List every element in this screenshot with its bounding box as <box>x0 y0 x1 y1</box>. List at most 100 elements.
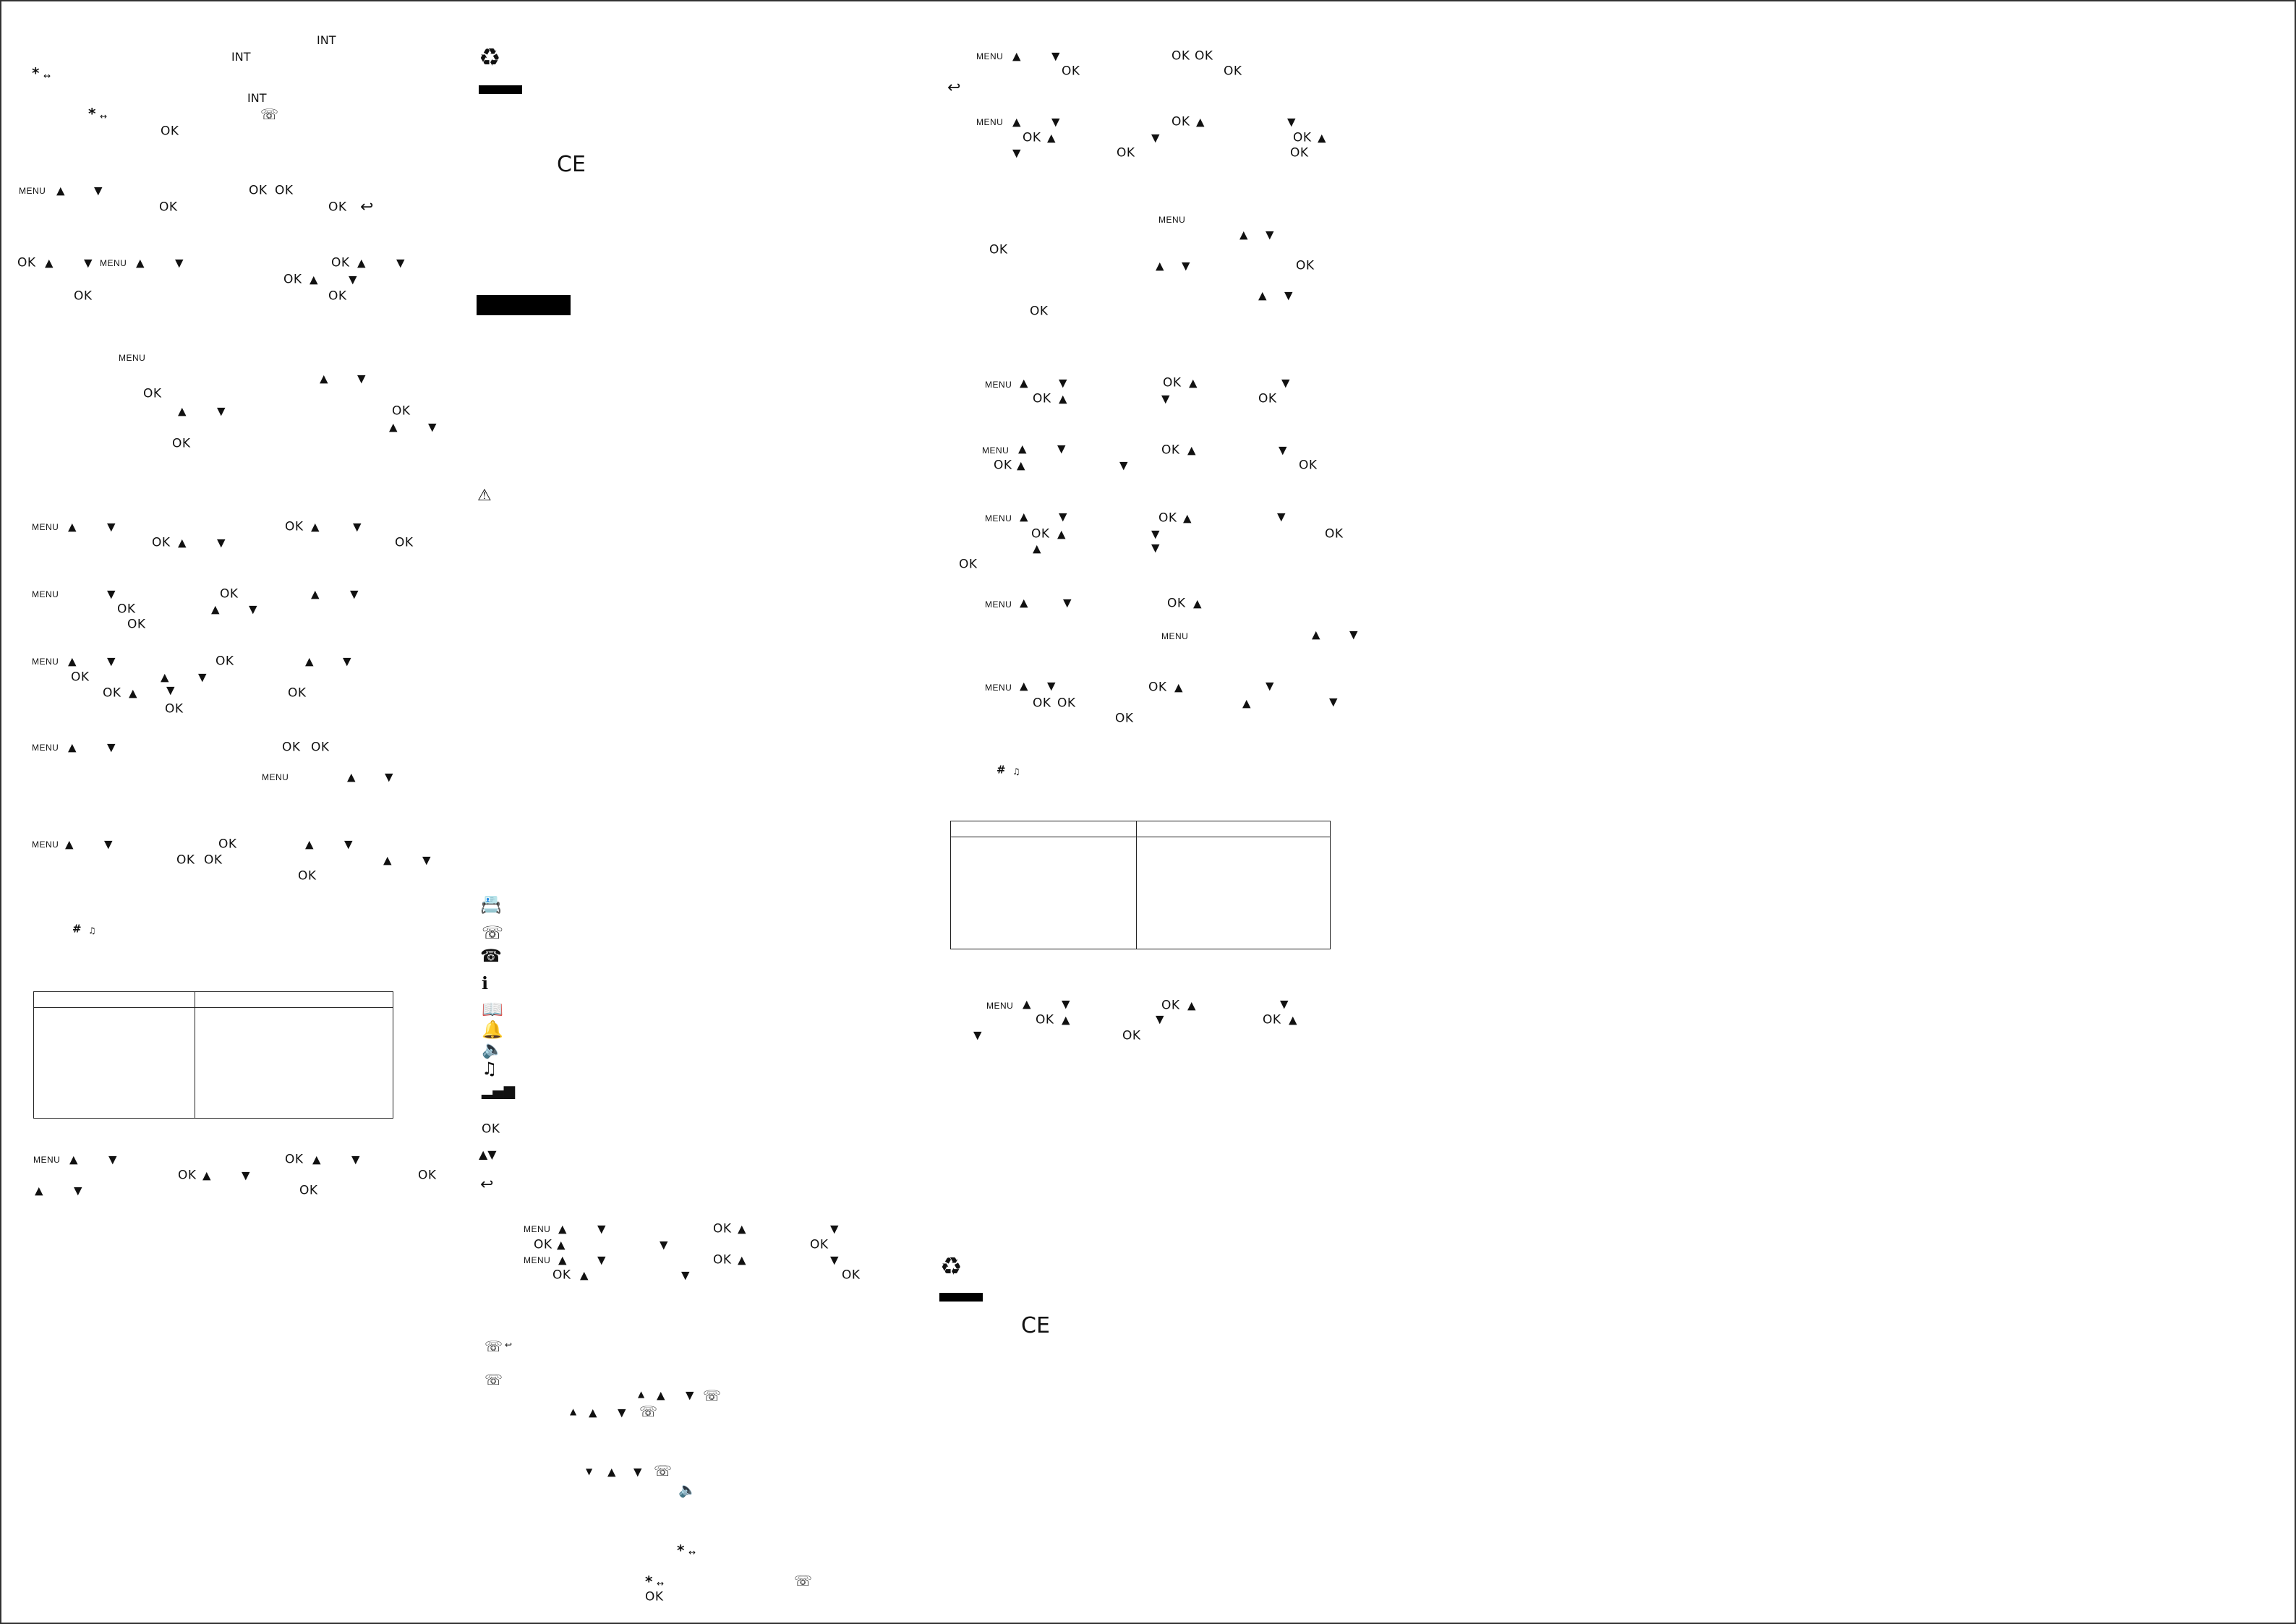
up-arrow-icon: ▲ <box>1020 510 1028 523</box>
down-arrow-icon: ▼ <box>1151 541 1160 555</box>
down-arrow-icon: ▼ <box>618 1406 626 1419</box>
down-arrow-icon: ▼ <box>1151 527 1160 541</box>
up-arrow-icon: ▲ <box>580 1268 589 1282</box>
down-arrow-icon: ▼ <box>343 654 351 668</box>
down-arrow-icon: ▼ <box>242 1168 250 1182</box>
table-cell <box>1136 837 1331 949</box>
int-label: INT <box>231 50 251 64</box>
ok-key: OK <box>285 519 304 534</box>
up-arrow-icon: ▲ <box>738 1253 746 1267</box>
ok-key: OK <box>1031 526 1050 542</box>
down-arrow-icon: ▼ <box>94 184 103 197</box>
spec-table <box>950 821 1331 949</box>
ok-key: OK <box>1172 114 1190 129</box>
down-arrow-icon: ▼ <box>1281 376 1290 390</box>
table-cell <box>33 1007 195 1119</box>
ce-mark: CE <box>1021 1313 1050 1338</box>
ok-key: OK <box>534 1237 552 1252</box>
ok-key: OK <box>1030 304 1049 319</box>
menu-key: MENU <box>32 839 59 850</box>
icon-legend-7: 🔈 <box>482 1039 503 1059</box>
menu-key: MENU <box>986 1001 1014 1011</box>
ok-key: OK <box>1161 443 1180 458</box>
menu-key: MENU <box>985 513 1012 523</box>
star-key-icon: * <box>645 1573 653 1590</box>
ok-key: OK <box>311 740 330 755</box>
down-arrow-icon: ▼ <box>217 536 226 550</box>
ok-key: OK <box>283 272 302 287</box>
up-arrow-icon: ▲ <box>305 837 314 851</box>
up-arrow-icon: ▲ <box>1020 376 1028 390</box>
up-arrow-icon: ▲ <box>1193 597 1202 610</box>
up-arrow-icon: ▲ <box>35 1184 43 1197</box>
icon-legend-8: ♫ <box>482 1059 498 1079</box>
up-arrow-icon: ▲ <box>1174 680 1183 694</box>
ok-key: OK <box>1167 596 1186 611</box>
menu-key: MENU <box>33 1155 61 1165</box>
ok-key: OK <box>1158 510 1177 526</box>
ok-key: OK <box>395 535 414 550</box>
down-arrow-icon: ▼ <box>217 404 226 418</box>
up-arrow-icon: ▲ <box>1018 442 1027 456</box>
ok-key: OK <box>159 200 178 215</box>
up-arrow-icon: ▲ <box>607 1465 616 1479</box>
ok-key: OK <box>204 852 223 868</box>
ok-key: OK <box>1293 130 1312 145</box>
ok-key: OK <box>220 586 239 602</box>
table-cell <box>950 837 1137 949</box>
int-label: INT <box>317 33 336 47</box>
back-icon: ↩ <box>947 79 961 97</box>
ok-key: OK <box>103 685 121 701</box>
down-arrow-icon: ▼ <box>660 1238 668 1252</box>
icon-legend-4: ℹ <box>482 973 489 993</box>
ok-key: OK <box>127 617 146 632</box>
hash-key-icon: # <box>997 763 1006 777</box>
up-arrow-icon: ▲ <box>320 372 328 385</box>
icon-legend-9: ▂▄▆ <box>482 1082 516 1099</box>
down-arrow-icon: ▼ <box>830 1253 839 1267</box>
handset-icon: ☏ <box>703 1387 722 1404</box>
up-arrow-icon: ▲ <box>68 520 77 534</box>
ok-key: OK <box>331 255 350 270</box>
ok-key: OK <box>713 1221 732 1236</box>
ok-key: OK <box>71 670 90 685</box>
up-arrow-icon: ▲ <box>1187 443 1196 457</box>
table-header-cell <box>950 821 1137 837</box>
down-arrow-icon: ▼ <box>597 1222 606 1236</box>
icon-legend-11: ▲▼ <box>479 1148 497 1161</box>
ok-key: OK <box>392 403 411 419</box>
ok-key: OK <box>1117 145 1135 161</box>
down-arrow-icon: ▼ <box>973 1028 982 1042</box>
up-arrow-icon: ▲ <box>1062 1013 1070 1027</box>
weee-bin-icon: ♻ <box>940 1252 963 1281</box>
up-arrow-icon: ▲ <box>129 686 137 700</box>
down-arrow-icon: ▼ <box>107 520 116 534</box>
up-arrow-icon: ▲ <box>1059 392 1067 406</box>
hash-key-icon: # <box>72 922 82 936</box>
ok-key: OK <box>810 1237 829 1252</box>
up-arrow-icon: ▲ <box>1189 376 1198 390</box>
down-arrow-icon: ▼ <box>344 837 353 851</box>
menu-key: MENU <box>985 683 1012 693</box>
ok-key: OK <box>1036 1012 1054 1027</box>
back-icon: ↩ <box>360 198 374 216</box>
down-arrow-icon: ▼ <box>1161 392 1170 406</box>
up-arrow-icon: ▲ <box>1318 131 1326 145</box>
ok-key: OK <box>275 183 294 198</box>
ok-key: OK <box>328 289 347 304</box>
ok-key: OK <box>1299 458 1318 473</box>
ok-key: OK <box>298 868 317 884</box>
ok-key: OK <box>645 1589 664 1604</box>
up-arrow-icon: ▲ <box>69 1153 78 1166</box>
int-label: INT <box>247 91 267 105</box>
ok-key: OK <box>178 1168 197 1183</box>
weee-bin-icon: ♻ <box>479 43 501 72</box>
up-arrow-icon: ▲ <box>312 1153 321 1166</box>
icon-legend-1: 📇 <box>480 894 502 915</box>
down-arrow-icon: ▼ <box>104 837 113 851</box>
down-arrow-icon: ▼ <box>1277 510 1286 523</box>
speaker-icon: 🔈 <box>678 1481 696 1498</box>
down-arrow-icon: ▼ <box>107 587 116 601</box>
down-arrow-icon: ▼ <box>1119 458 1128 472</box>
table-header-cell <box>33 991 195 1008</box>
